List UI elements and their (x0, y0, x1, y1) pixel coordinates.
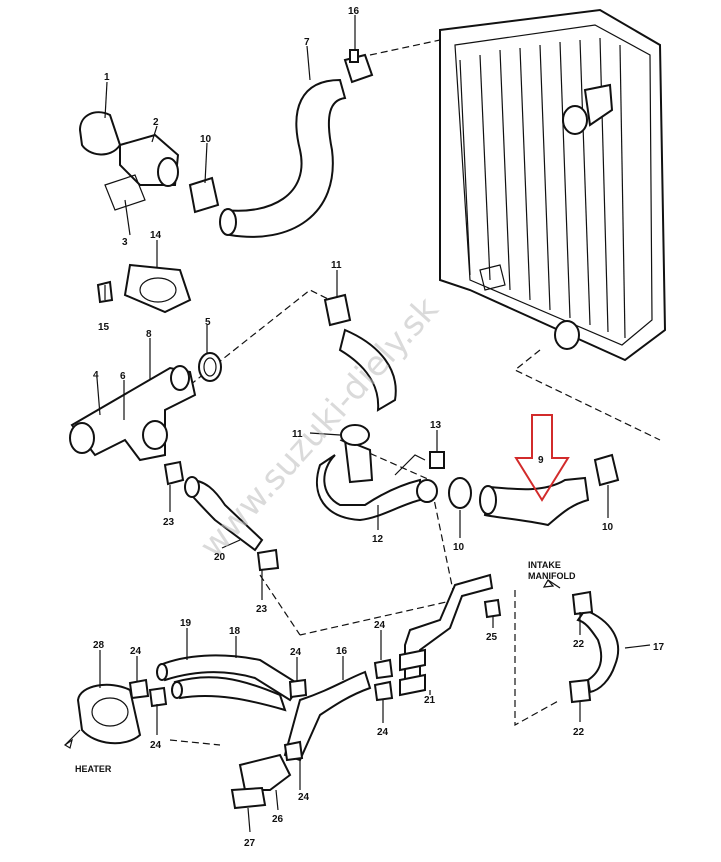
callout-12: 12 (372, 534, 384, 545)
callout-6: 6 (120, 371, 126, 382)
intake-label-line2: MANIFOLD (528, 571, 576, 581)
clamp-23 (256, 548, 280, 572)
pipe-12 (315, 438, 438, 522)
clamps-24-left (128, 678, 168, 708)
highlight-arrow (514, 414, 570, 502)
callout-24-c: 24 (290, 647, 302, 658)
callout-24-b: 24 (150, 740, 162, 751)
dashed-leaders (169, 39, 661, 746)
callout-25: 25 (486, 632, 498, 643)
callout-19: 19 (180, 618, 192, 629)
callout-23-mid: 23 (256, 604, 268, 615)
callout-7: 7 (304, 37, 310, 48)
gasket-14 (96, 263, 192, 314)
callout-23-left: 23 (163, 517, 175, 528)
thermostat-parts (78, 111, 180, 236)
watermark: www.suzuki-diely.sk (192, 289, 447, 566)
callout-24-f: 24 (298, 792, 310, 803)
callout-9: 9 (538, 455, 544, 466)
hose-middle (323, 293, 397, 412)
o-ring-5 (198, 352, 222, 382)
callout-15: 15 (98, 322, 110, 333)
hose-17 (568, 590, 620, 704)
callout-14: 14 (150, 230, 162, 241)
bolt-25 (483, 598, 502, 619)
intake-label-line1: INTAKE (528, 560, 561, 570)
callout-numbers: 1 2 3 7 16 10 14 15 5 8 4 6 11 11 13 9 1… (93, 6, 665, 849)
callout-27: 27 (244, 838, 256, 849)
heater-label: HEATER (75, 764, 112, 774)
callout-24-d: 24 (374, 620, 386, 631)
callout-2: 2 (153, 117, 159, 128)
clamp-10-left (188, 176, 220, 214)
callout-16-lower: 16 (336, 646, 348, 657)
callout-5: 5 (205, 317, 211, 328)
callout-3: 3 (122, 237, 128, 248)
callout-11-mid: 11 (292, 429, 303, 440)
callout-26: 26 (272, 814, 284, 825)
valve-26-27 (230, 753, 292, 833)
hoses-18-19 (156, 654, 302, 712)
callout-13: 13 (430, 420, 442, 431)
callout-4: 4 (93, 370, 99, 381)
clamp-10-middle (448, 477, 472, 509)
callout-1: 1 (104, 72, 110, 83)
clamp-10-right (593, 453, 620, 487)
callout-24-a: 24 (130, 646, 142, 657)
water-pipe-assembly (69, 365, 197, 486)
leader-lines (96, 15, 651, 811)
callout-16-top: 16 (348, 6, 360, 17)
pipe-16-lower (283, 670, 372, 762)
callout-17: 17 (653, 642, 665, 653)
text-labels: INTAKE MANIFOLD HEATER (75, 560, 576, 774)
callout-22-bottom: 22 (573, 727, 585, 738)
callout-20: 20 (214, 552, 226, 563)
hose-9 (479, 476, 590, 527)
upper-hose-7 (219, 78, 347, 238)
radiator (439, 8, 667, 362)
hose-20 (184, 476, 264, 552)
clamp-11-middle (340, 424, 445, 469)
pipe-21 (399, 573, 494, 697)
callout-24-e: 24 (377, 727, 389, 738)
callout-22-top: 22 (573, 639, 585, 650)
callout-18: 18 (229, 626, 241, 637)
clamp-16-top (343, 49, 374, 84)
callout-10-left: 10 (200, 134, 212, 145)
callout-21: 21 (424, 695, 436, 706)
callout-8: 8 (146, 329, 152, 340)
callout-10-right: 10 (602, 522, 614, 533)
callout-28: 28 (93, 640, 105, 651)
clamps-24-center (283, 658, 394, 762)
heater-unit-28 (63, 683, 142, 749)
callout-11-top: 11 (331, 260, 342, 271)
callout-10-mid: 10 (453, 542, 465, 553)
